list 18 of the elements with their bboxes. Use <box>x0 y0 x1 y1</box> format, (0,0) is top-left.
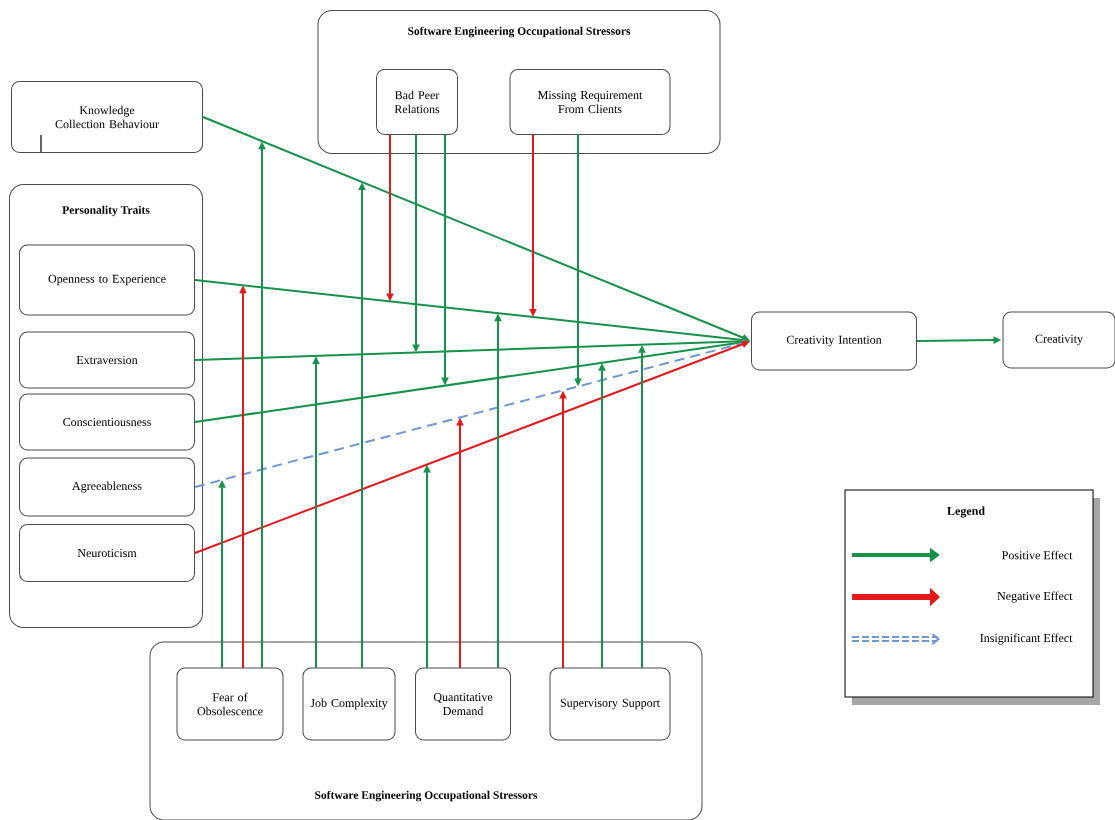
box: Openness to Experience <box>19 244 195 316</box>
box: Fear of Obsolescence <box>176 667 284 741</box>
legend-label: Negative Effect <box>997 591 1073 603</box>
box: Creativity Intention <box>751 311 917 371</box>
box: Agreeableness <box>19 457 195 517</box>
box: Job Complexity <box>302 667 396 741</box>
box: Conscientiousness <box>19 393 195 451</box>
legend-title: Legend <box>947 506 985 518</box>
box: Extraversion <box>19 331 195 389</box>
box: Quantitative Demand <box>415 667 511 741</box>
legend-label: Insignificant Effect <box>980 633 1073 645</box>
box: Missing Requirement From Clients <box>509 69 671 135</box>
box: Knowledge Collection Behaviour <box>11 81 203 153</box>
box: Neuroticism <box>19 524 195 582</box>
box: Supervisory Support <box>549 667 671 741</box>
legend-label: Positive Effect <box>1002 550 1073 560</box>
box: Bad Peer Relations <box>376 69 458 135</box>
box: Creativity <box>1002 311 1115 369</box>
